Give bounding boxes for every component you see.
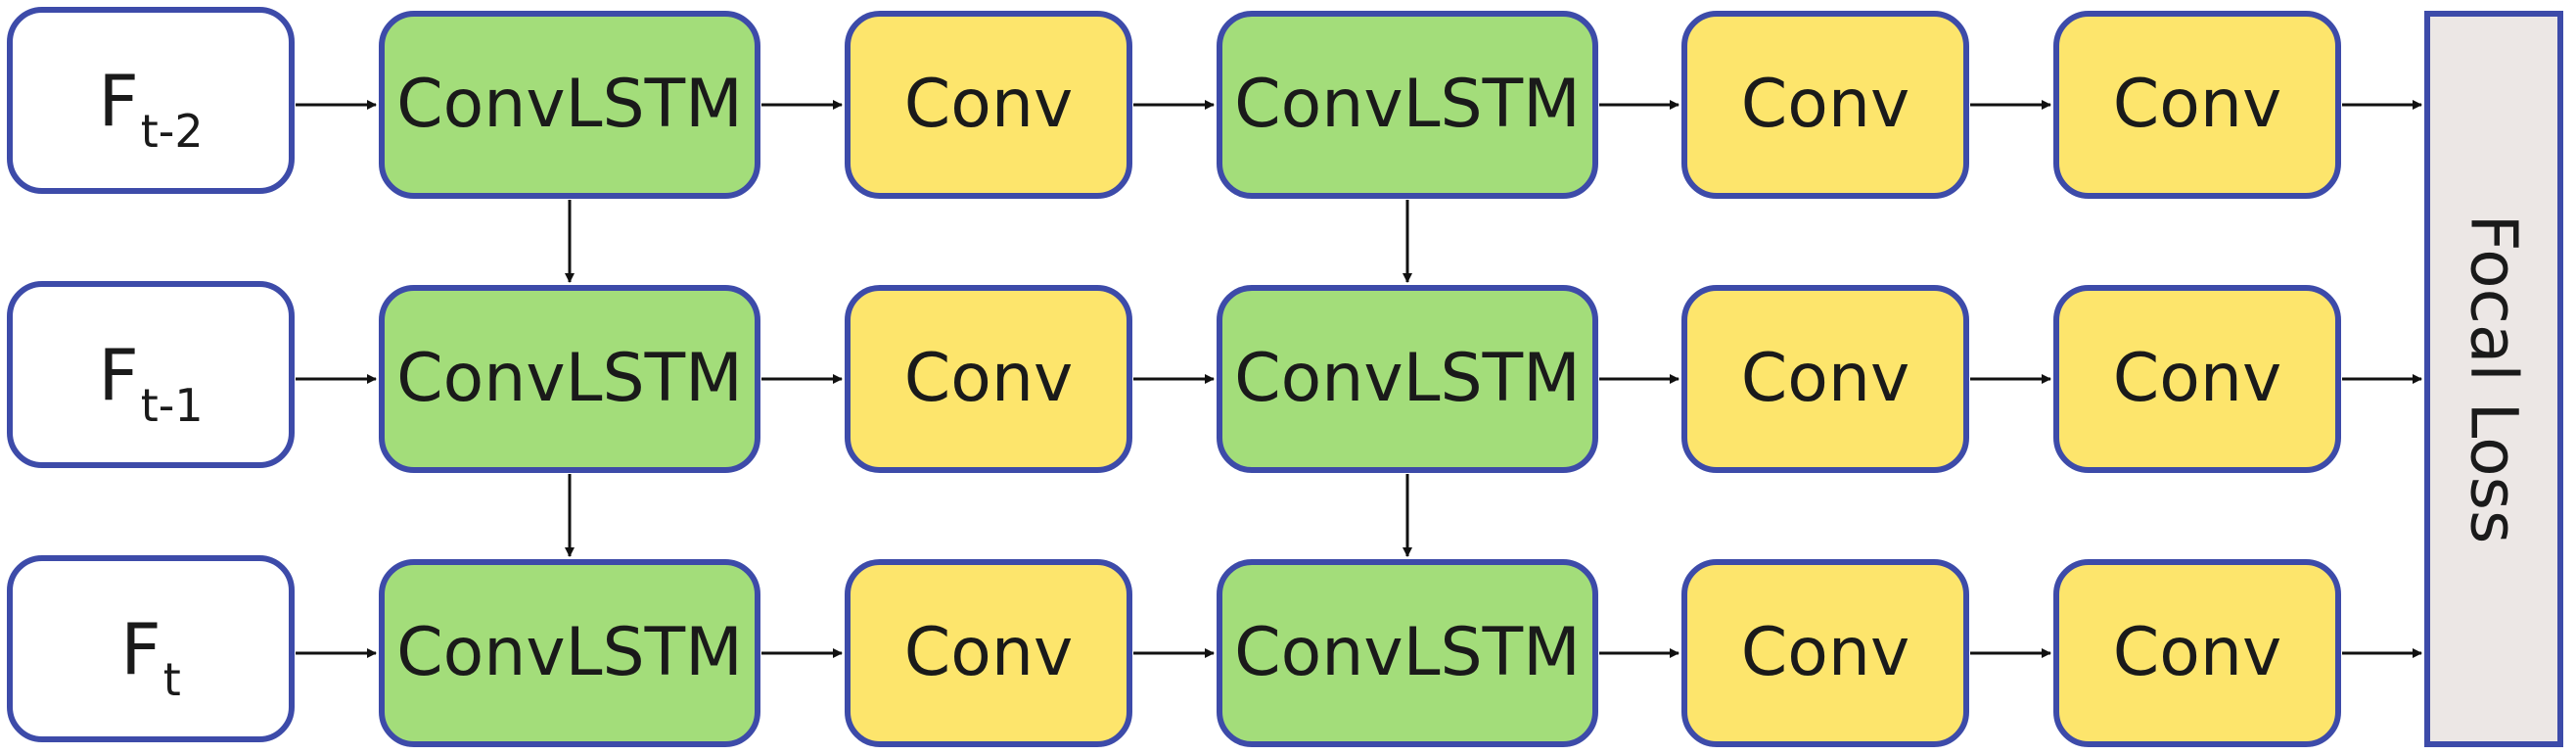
conv-block: Conv [1681,559,1969,747]
conv-block: Conv [1681,285,1969,473]
conv-block: Conv [1681,11,1969,199]
conv-block: Conv [2053,285,2341,473]
convlstm-block: ConvLSTM [379,285,760,473]
convlstm-block: ConvLSTM [379,559,760,747]
input-label-subscript: t-2 [140,104,204,158]
conv-block: Conv [845,11,1132,199]
input-label-base: F [98,59,139,142]
input-label-base: F [120,607,161,690]
conv-block: Conv [845,285,1132,473]
input-label-base: F [98,333,139,416]
input-label-subscript: t-1 [140,378,204,432]
focal-loss-label: Focal Loss [2456,213,2532,544]
conv-block: Conv [2053,11,2341,199]
conv-block: Conv [2053,559,2341,747]
convlstm-block: ConvLSTM [1217,285,1598,473]
convlstm-block: ConvLSTM [1217,559,1598,747]
conv-block: Conv [845,559,1132,747]
focal-loss-block: Focal Loss [2424,11,2563,747]
input-label-subscript: t [162,652,181,706]
convlstm-block: ConvLSTM [1217,11,1598,199]
convlstm-block: ConvLSTM [379,11,760,199]
